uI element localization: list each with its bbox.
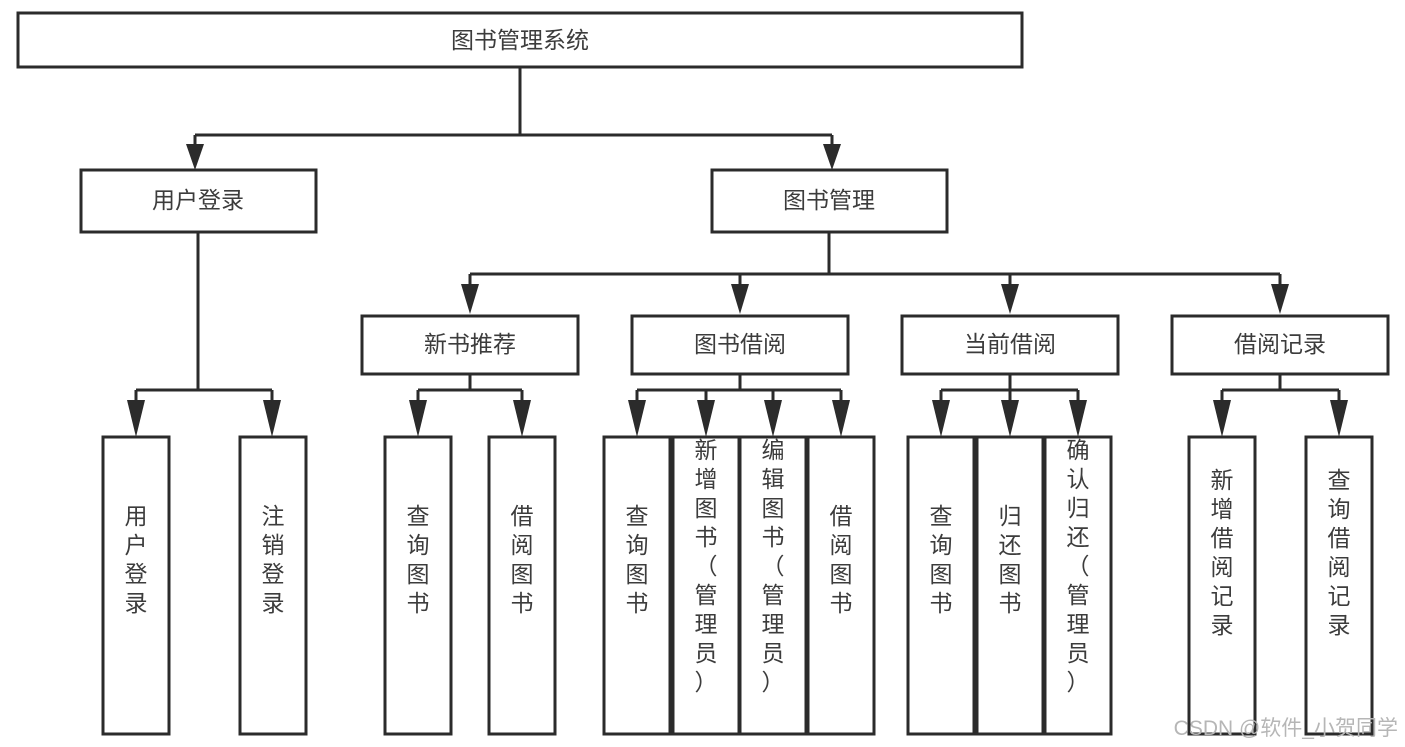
node-book-management-label: 图书管理 bbox=[783, 187, 875, 213]
leaf-node-return-book-box[interactable] bbox=[975, 435, 1045, 736]
leaf-node-add-book-admin[interactable]: 新增图书（管理员） bbox=[671, 435, 741, 736]
node-root-label: 图书管理系统 bbox=[451, 27, 589, 53]
node-book-borrow-box[interactable] bbox=[630, 314, 850, 376]
node-current-borrow-label: 当前借阅 bbox=[964, 331, 1056, 357]
leaf-node-borrow-book-box[interactable] bbox=[806, 435, 876, 736]
leaf-node-query-book-borrow[interactable]: 查询图书 bbox=[602, 435, 672, 736]
leaf-node-confirm-return-admin-label: 确认归还（管理员） bbox=[1067, 437, 1090, 695]
leaf-node-user-login-label: 用户登录 bbox=[125, 503, 148, 616]
arrow-head-icon bbox=[764, 400, 782, 437]
arrow-head-icon bbox=[697, 400, 715, 437]
arrow-head-icon bbox=[409, 400, 427, 437]
leaf-node-add-book-admin-label: 新增图书（管理员） bbox=[695, 437, 718, 695]
node-borrow-record[interactable]: 借阅记录 bbox=[1170, 314, 1390, 376]
connector-borrow-record-to-leaves bbox=[1213, 374, 1348, 437]
leaf-node-logout-label: 注销登录 bbox=[262, 503, 285, 616]
node-borrow-record-label: 借阅记录 bbox=[1234, 331, 1326, 357]
arrow-head-icon bbox=[932, 400, 950, 437]
node-current-borrow-box[interactable] bbox=[900, 314, 1120, 376]
node-current-borrow[interactable]: 当前借阅 bbox=[900, 314, 1120, 376]
leaf-node-borrow-book-label: 借阅图书 bbox=[830, 503, 853, 616]
leaf-node-query-book-borrow-label: 查询图书 bbox=[626, 503, 649, 616]
leaf-node-query-book-recommend[interactable]: 查询图书 bbox=[383, 435, 453, 736]
leaf-node-borrow-book-recommend-label: 借阅图书 bbox=[511, 503, 534, 616]
node-user-login[interactable]: 用户登录 bbox=[79, 168, 318, 234]
arrow-head-icon bbox=[461, 284, 479, 314]
leaf-node-user-login-box[interactable] bbox=[101, 435, 171, 736]
leaf-node-borrow-book-recommend-box[interactable] bbox=[487, 435, 557, 736]
node-new-book-recommend-box[interactable] bbox=[360, 314, 580, 376]
arrow-head-icon bbox=[1213, 400, 1231, 437]
leaf-node-query-borrow-record-label: 查询借阅记录 bbox=[1328, 467, 1351, 638]
leaf-node-borrow-book[interactable]: 借阅图书 bbox=[806, 435, 876, 736]
leaf-node-query-book-current-box[interactable] bbox=[906, 435, 976, 736]
leaf-node-query-borrow-record-box[interactable] bbox=[1304, 435, 1374, 736]
leaf-node-edit-book-admin-box[interactable] bbox=[738, 435, 808, 736]
node-book-management[interactable]: 图书管理 bbox=[710, 168, 949, 234]
leaf-node-query-book-borrow-box[interactable] bbox=[602, 435, 672, 736]
leaf-node-add-borrow-record-label: 新增借阅记录 bbox=[1211, 467, 1234, 638]
node-book-borrow[interactable]: 图书借阅 bbox=[630, 314, 850, 376]
leaf-node-return-book-label: 归还图书 bbox=[999, 503, 1022, 616]
arrow-head-icon bbox=[127, 400, 145, 437]
arrow-head-icon bbox=[513, 400, 531, 437]
connector-book-mgmt-to-level3 bbox=[461, 232, 1289, 314]
node-book-management-box[interactable] bbox=[710, 168, 949, 234]
leaf-node-query-book-recommend-label: 查询图书 bbox=[407, 503, 430, 616]
node-borrow-record-box[interactable] bbox=[1170, 314, 1390, 376]
connector-user-login-to-leaves bbox=[127, 232, 281, 437]
node-root-system[interactable]: 图书管理系统 bbox=[16, 11, 1024, 69]
node-user-login-box[interactable] bbox=[79, 168, 318, 234]
leaf-node-logout-box[interactable] bbox=[238, 435, 308, 736]
arrow-head-icon bbox=[1001, 400, 1019, 437]
watermark-label: CSDN @软件_小贺同学 bbox=[1174, 717, 1398, 740]
connector-new-book-to-leaves bbox=[409, 374, 531, 437]
leaf-node-query-book-recommend-box[interactable] bbox=[383, 435, 453, 736]
leaf-node-confirm-return-admin[interactable]: 确认归还（管理员） bbox=[1043, 435, 1113, 736]
connector-current-borrow-to-leaves bbox=[932, 374, 1087, 437]
connector-root-to-level2 bbox=[186, 67, 841, 170]
arrow-head-icon bbox=[1069, 400, 1087, 437]
leaf-node-user-login[interactable]: 用户登录 bbox=[101, 435, 171, 736]
leaf-node-query-book-current[interactable]: 查询图书 bbox=[906, 435, 976, 736]
arrow-head-icon bbox=[263, 400, 281, 437]
leaf-node-add-borrow-record-box[interactable] bbox=[1187, 435, 1257, 736]
arrow-head-icon bbox=[1271, 284, 1289, 314]
leaf-node-add-borrow-record[interactable]: 新增借阅记录 bbox=[1187, 435, 1257, 736]
leaf-node-return-book[interactable]: 归还图书 bbox=[975, 435, 1045, 736]
leaf-node-query-book-current-label: 查询图书 bbox=[930, 503, 953, 616]
arrow-head-icon bbox=[1001, 284, 1019, 314]
node-root-box[interactable] bbox=[16, 11, 1024, 69]
node-new-book-recommend[interactable]: 新书推荐 bbox=[360, 314, 580, 376]
arrow-head-icon bbox=[1330, 400, 1348, 437]
node-book-borrow-label: 图书借阅 bbox=[694, 331, 786, 357]
arrow-head-icon bbox=[731, 284, 749, 314]
leaf-node-query-borrow-record[interactable]: 查询借阅记录 bbox=[1304, 435, 1374, 736]
leaf-node-confirm-return-admin-box[interactable] bbox=[1043, 435, 1113, 736]
arrow-head-icon bbox=[832, 400, 850, 437]
leaf-node-edit-book-admin[interactable]: 编辑图书（管理员） bbox=[738, 435, 808, 736]
leaf-node-edit-book-admin-label: 编辑图书（管理员） bbox=[762, 437, 785, 695]
arrow-head-icon bbox=[628, 400, 646, 437]
node-new-book-recommend-label: 新书推荐 bbox=[424, 331, 516, 357]
connector-book-borrow-to-leaves bbox=[628, 374, 850, 437]
leaf-node-borrow-book-recommend[interactable]: 借阅图书 bbox=[487, 435, 557, 736]
arrow-head-icon bbox=[823, 144, 841, 170]
arrow-head-icon bbox=[186, 144, 204, 170]
node-user-login-label: 用户登录 bbox=[152, 187, 244, 213]
leaf-node-logout[interactable]: 注销登录 bbox=[238, 435, 308, 736]
